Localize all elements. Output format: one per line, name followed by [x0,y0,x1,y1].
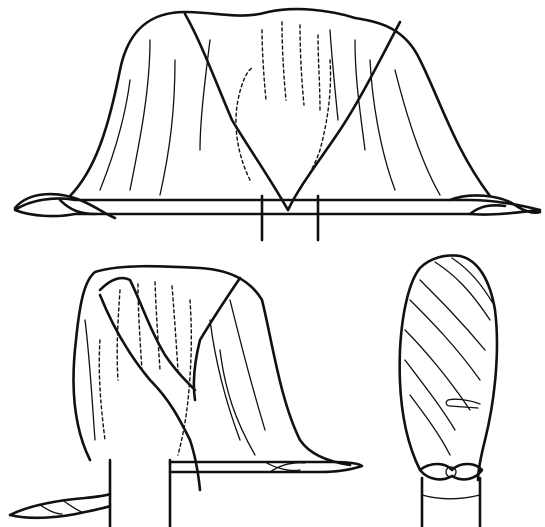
br-wrap-outline [400,256,497,481]
bl-fold-left [100,278,195,390]
bl-hand-outline [99,282,191,455]
br-wrist-fold [422,495,480,499]
bl-fold-right [194,278,240,400]
top-fold-left [185,14,288,210]
top-right-tail [450,195,540,214]
top-panel [15,9,540,240]
top-creases [100,30,440,195]
bottom-right-panel [400,256,497,527]
br-wrap-lines [405,258,494,455]
bl-band-twist [265,462,305,472]
bl-cloth-outline [74,266,350,465]
bl-band [170,462,362,472]
bottom-left-panel [10,266,362,527]
top-wrist [262,196,318,240]
bl-wrist [110,460,170,527]
br-wrist [422,478,480,527]
